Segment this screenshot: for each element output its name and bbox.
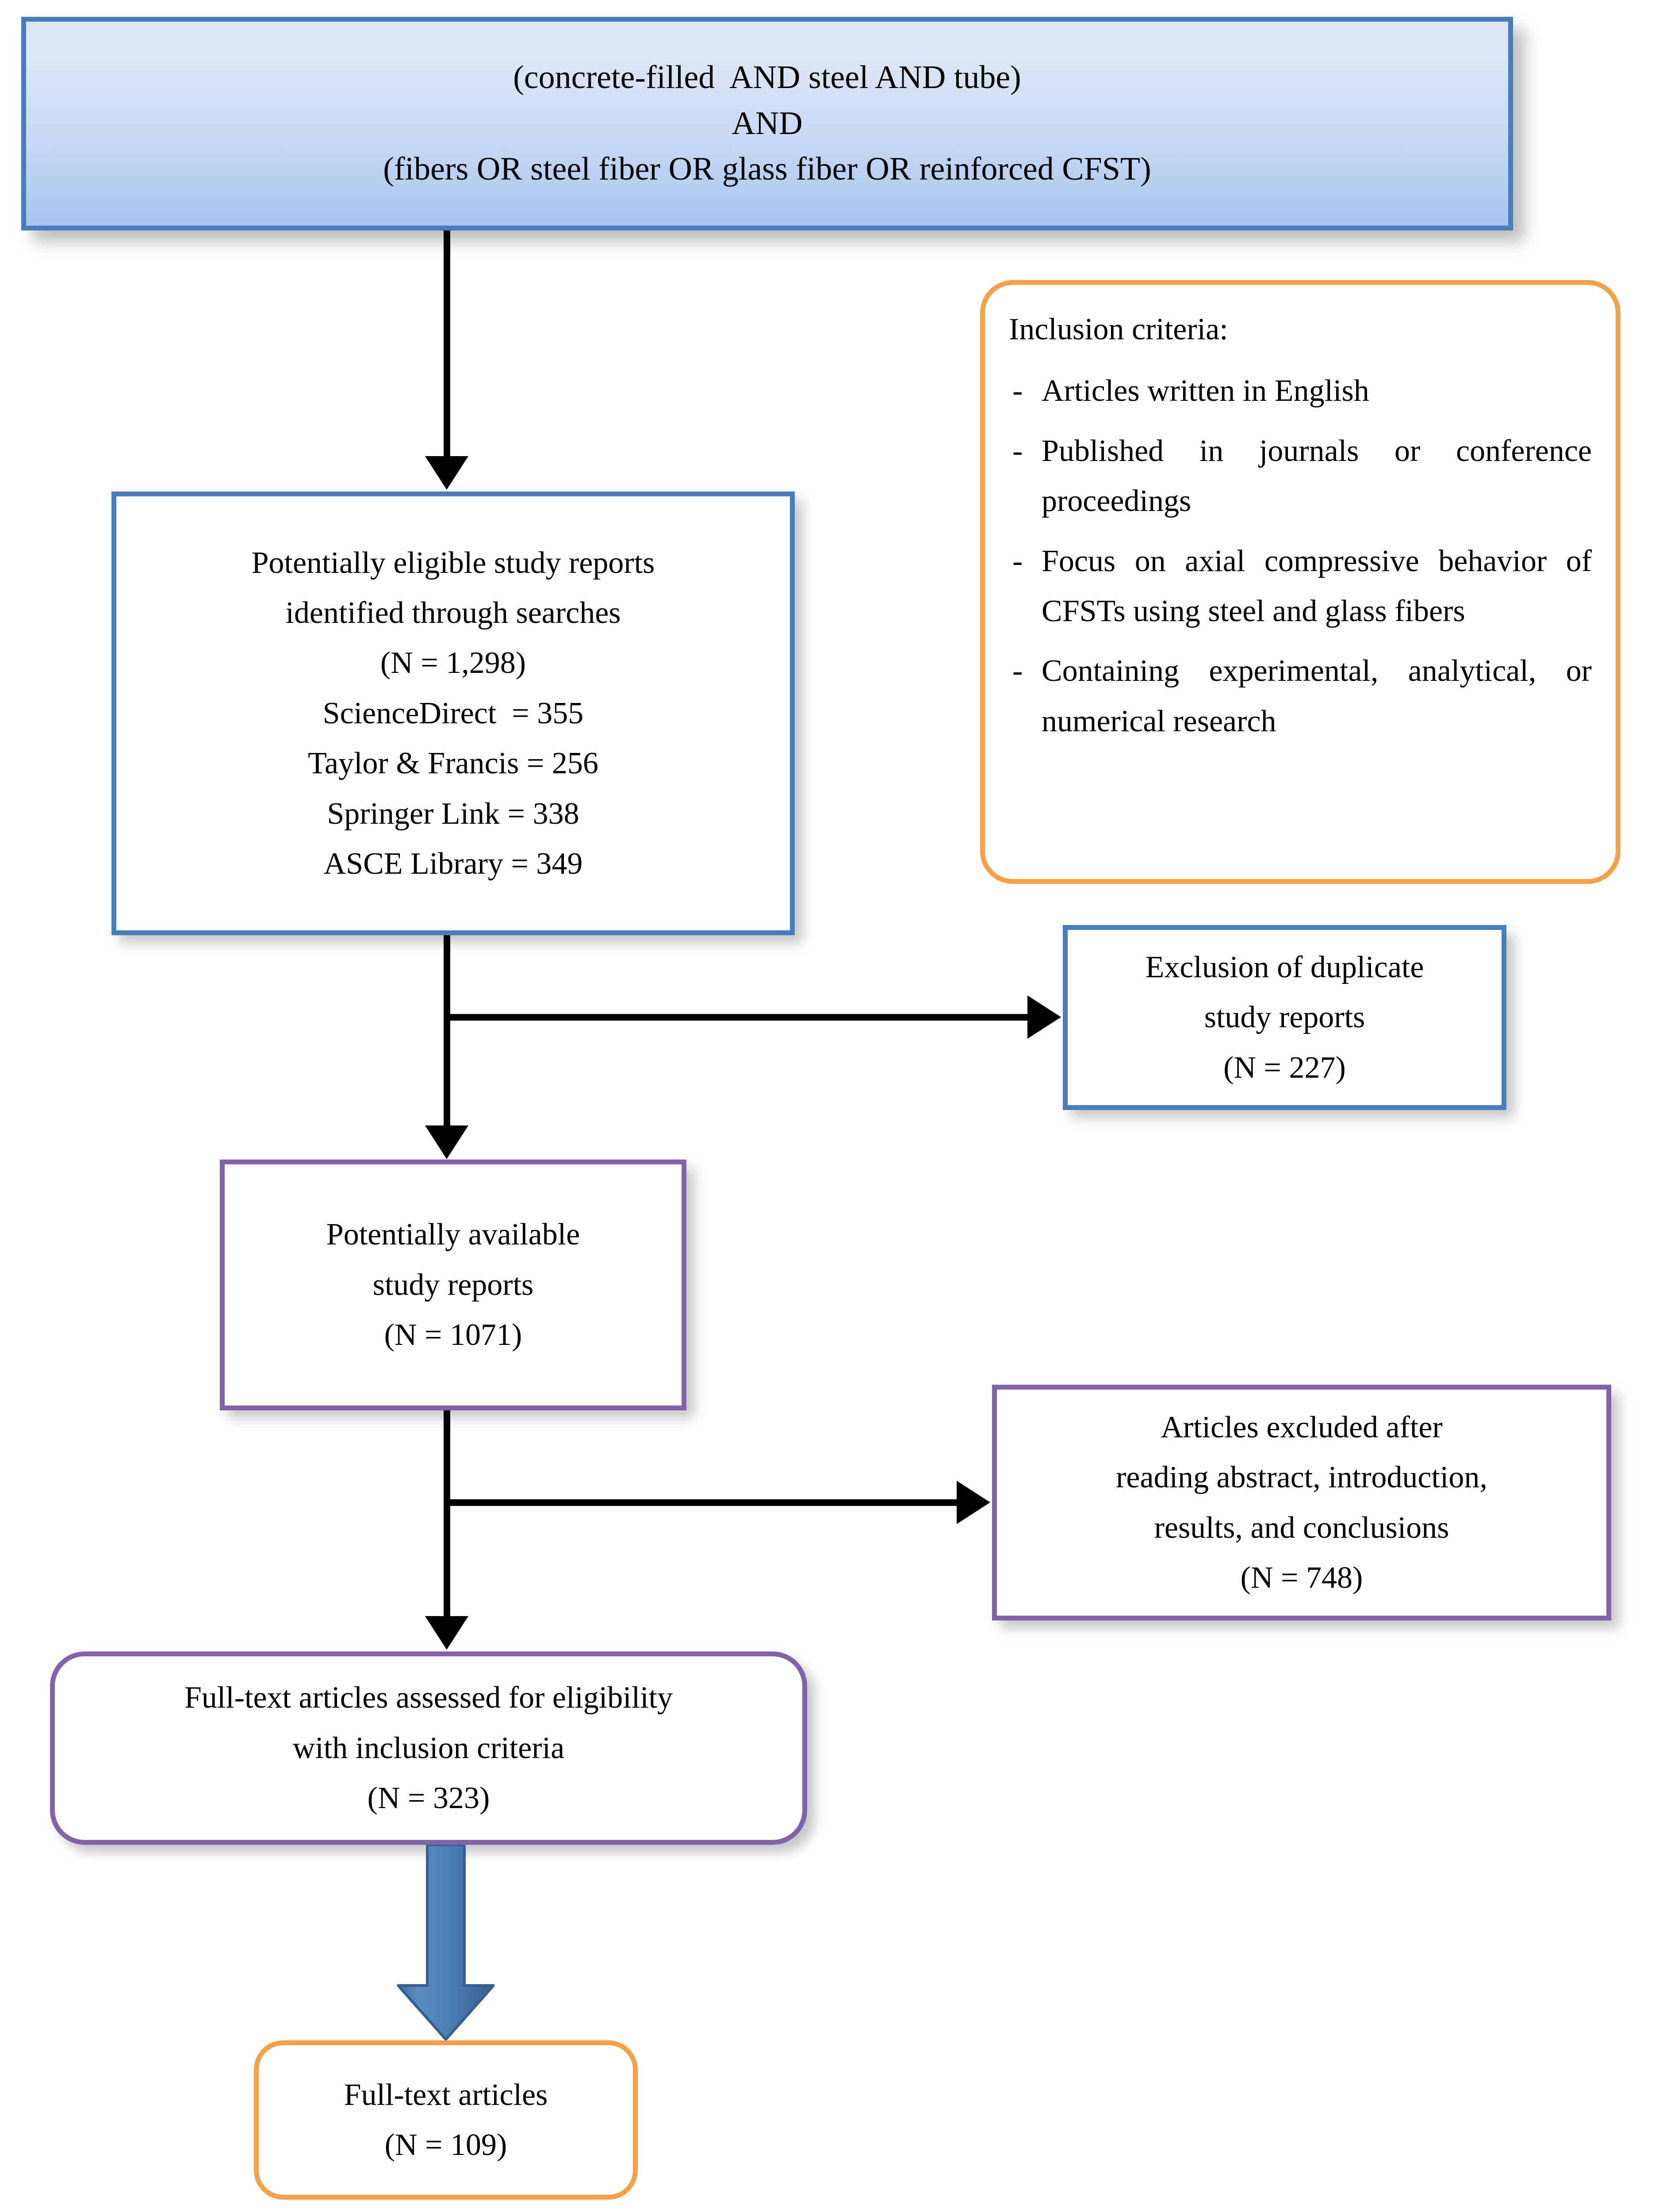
records-available-box: Potentially available study reports (N =… [220,1160,686,1410]
inclusion-criterion: Published in journals or conference proc… [1009,426,1592,526]
block-arrow-down-icon [397,1845,494,2040]
arrowhead-identified-to-available [425,1125,468,1159]
available-line-2: study reports [372,1267,534,1302]
articles-excluded-box: Articles excluded after reading abstract… [992,1385,1611,1621]
query-line-1: (concrete-filled AND steel AND tube) [513,59,1021,96]
duplicates-line-1: Exclusion of duplicate [1145,950,1424,984]
identified-source-taylor-francis: Taylor & Francis = 256 [308,746,598,781]
query-line-2: AND [732,105,803,142]
inclusion-criterion: Articles written in English [1009,366,1592,416]
arrowhead-identified-to-duplicates [1027,995,1061,1039]
identified-source-asce-library: ASCE Library = 349 [323,846,583,881]
assessed-line-2: with inclusion criteria [292,1731,565,1765]
excluded-line-3: results, and conclusions [1154,1510,1449,1545]
arrowhead-available-to-excluded [957,1481,990,1524]
arrowhead-query-to-identified [425,456,468,490]
connector-available-to-assessed [444,1410,450,1616]
connector-identified-to-available [444,935,450,1125]
inclusion-criteria-box: Inclusion criteria: Articles written in … [980,280,1621,884]
final-count: (N = 109) [384,2128,507,2162]
available-count: (N = 1071) [384,1318,522,1352]
duplicates-count: (N = 227) [1223,1050,1346,1085]
inclusion-criterion: Focus on axial compressive behavior of C… [1009,536,1592,637]
identified-line-2: identified through searches [285,596,621,630]
connector-identified-to-duplicates [444,1014,1027,1021]
identified-source-sciencedirect: ScienceDirect = 355 [322,696,584,730]
identified-source-springer-link: Springer Link = 338 [327,796,579,831]
query-line-3: (fibers OR steel fiber OR glass fiber OR… [383,151,1151,188]
fulltext-included-box: Full-text articles (N = 109) [254,2040,638,2200]
inclusion-criterion: Containing experimental, analytical, or … [1009,646,1592,746]
arrowhead-available-to-assessed [425,1616,468,1650]
assessed-line-1: Full-text articles assessed for eligibil… [184,1681,673,1715]
final-line-1: Full-text articles [344,2078,548,2112]
connector-available-to-excluded [444,1499,957,1506]
connector-query-to-identified [444,230,450,456]
excluded-count: (N = 748) [1240,1560,1363,1595]
search-query-box: (concrete-filled AND steel AND tube) AND… [21,17,1513,230]
duplicates-excluded-box: Exclusion of duplicate study reports (N … [1063,925,1506,1110]
excluded-line-1: Articles excluded after [1161,1410,1443,1444]
assessed-count: (N = 323) [367,1781,490,1816]
inclusion-criteria-list: Articles written in English Published in… [1009,366,1592,756]
identified-total: (N = 1,298) [380,646,526,680]
available-line-1: Potentially available [326,1217,580,1252]
inclusion-criteria-title: Inclusion criteria: [1009,312,1228,346]
duplicates-line-2: study reports [1204,1000,1365,1035]
identified-line-1: Potentially eligible study reports [251,545,655,580]
excluded-line-2: reading abstract, introduction, [1116,1460,1487,1495]
fulltext-assessed-box: Full-text articles assessed for eligibil… [50,1651,807,1845]
records-identified-box: Potentially eligible study reports ident… [111,492,795,935]
